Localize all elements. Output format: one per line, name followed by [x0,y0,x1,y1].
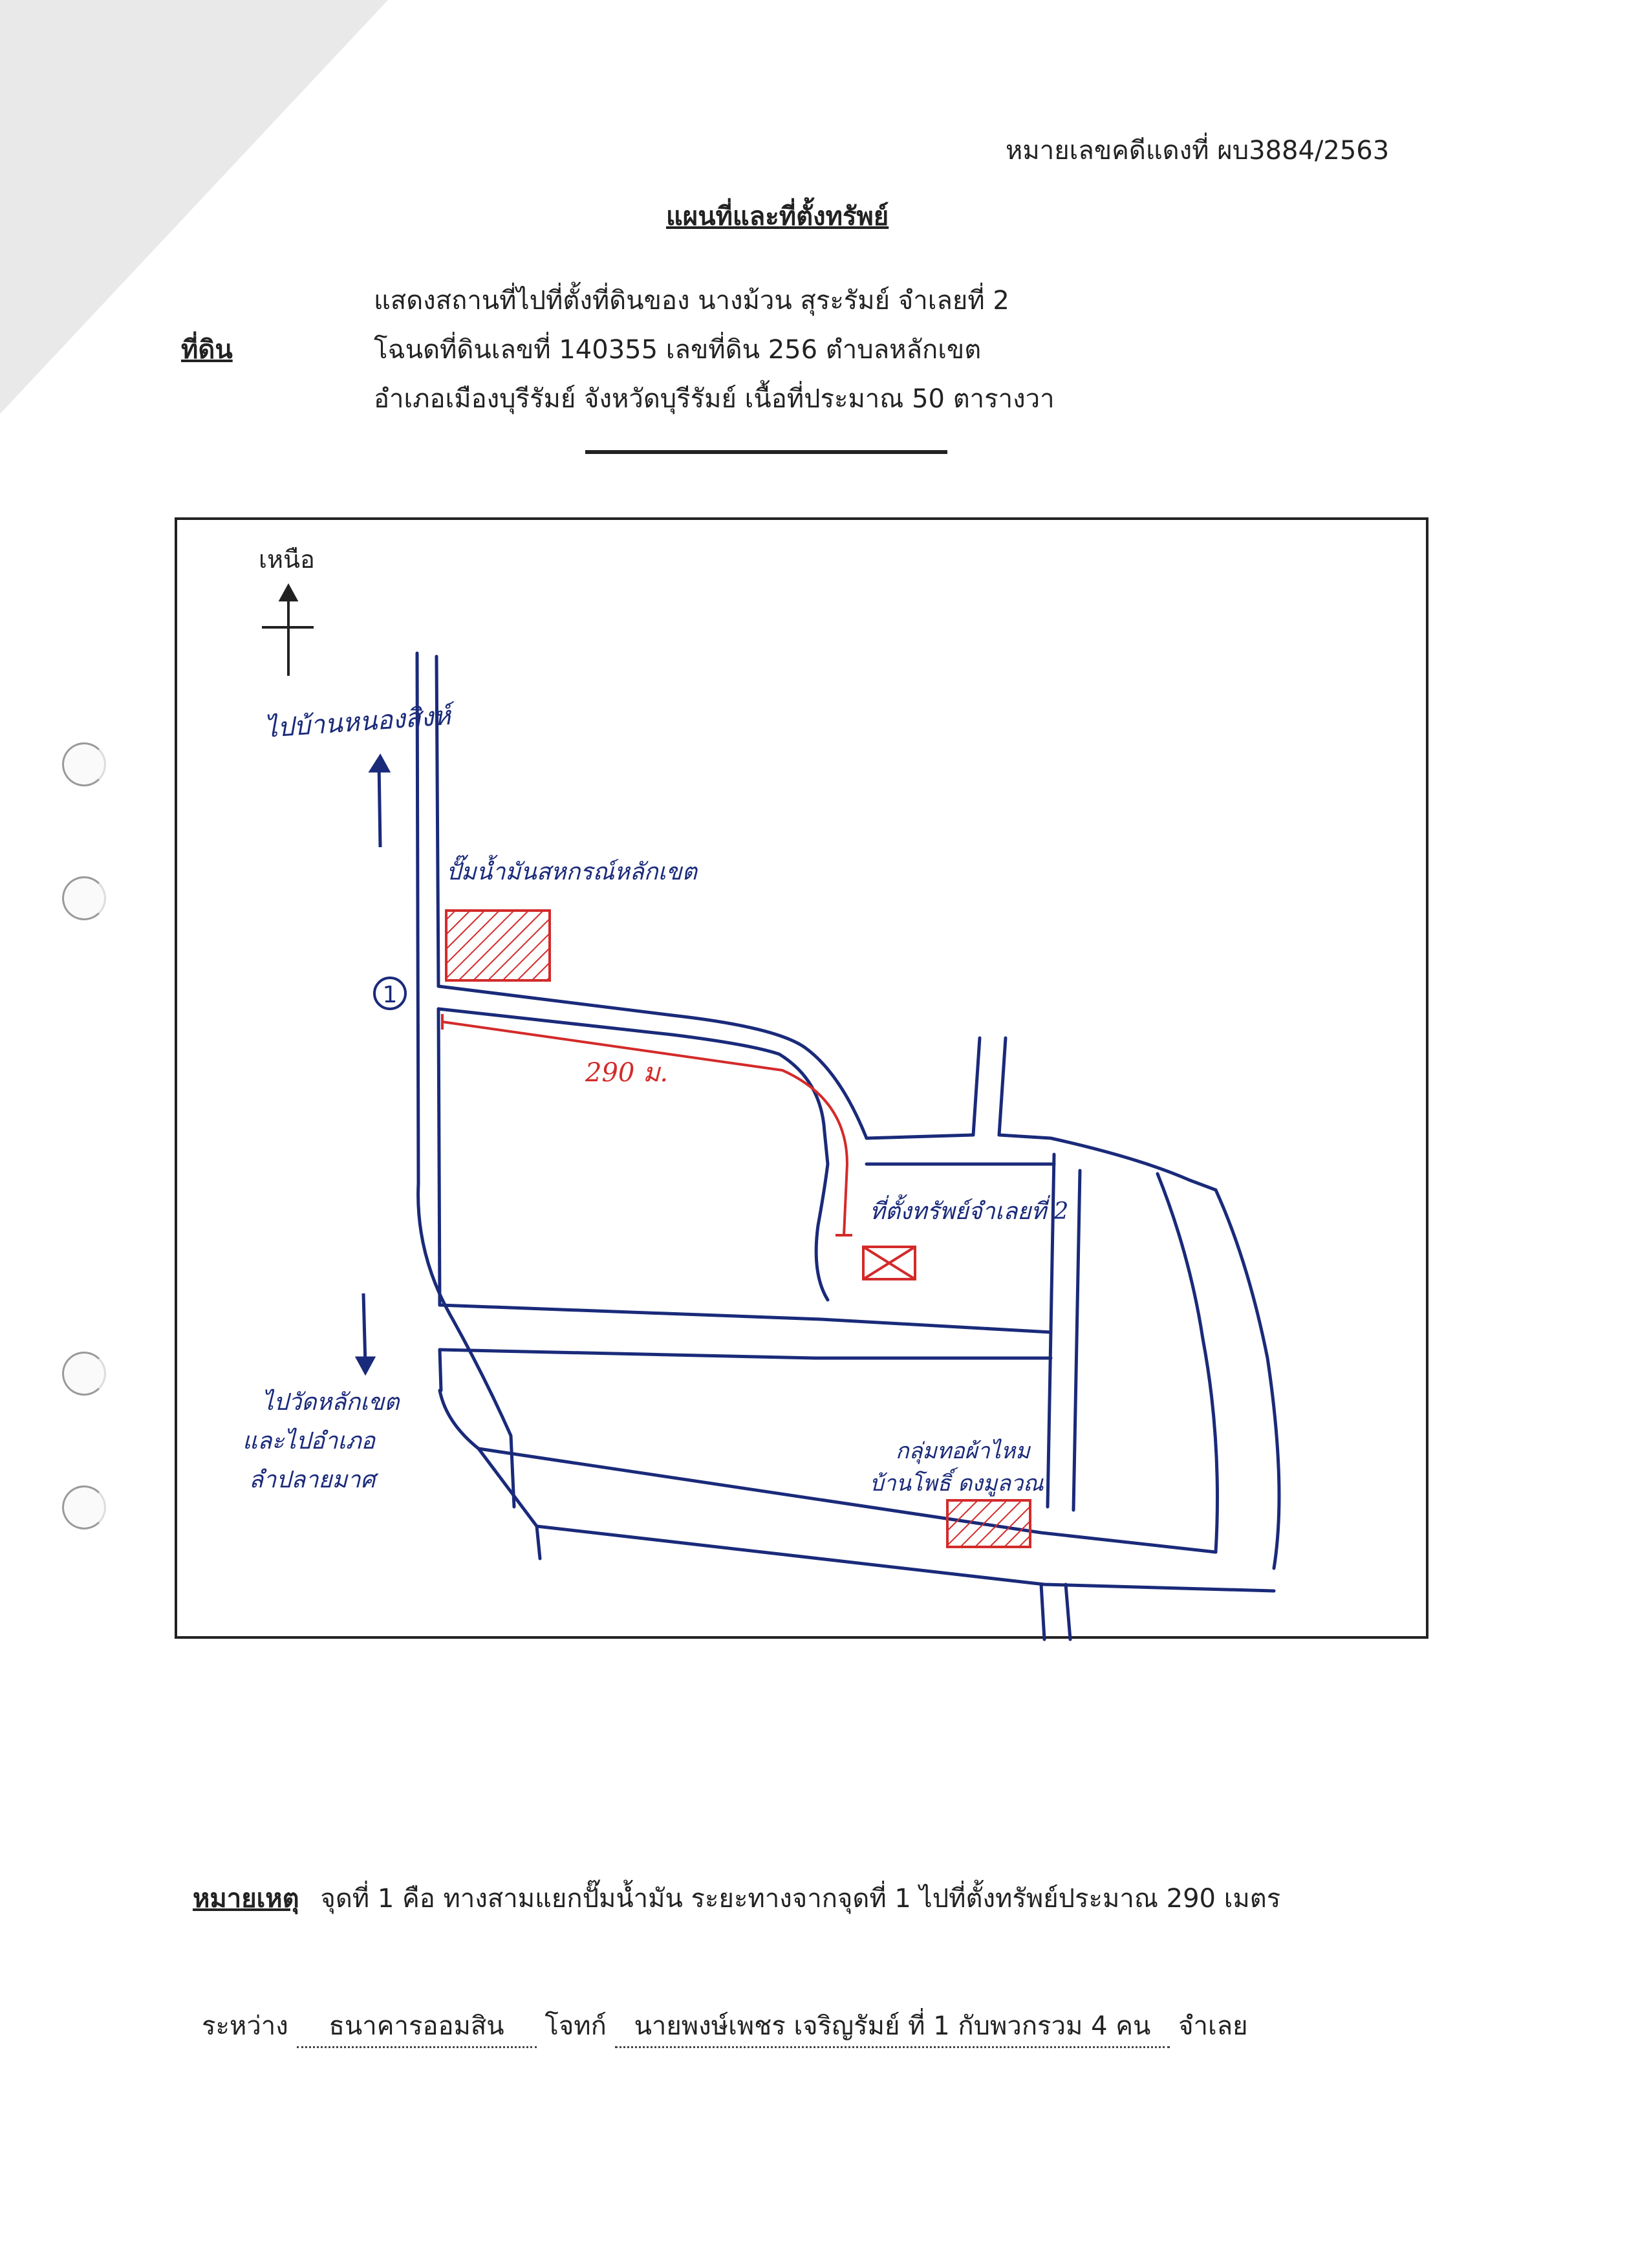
gas-station-marker [445,909,551,982]
note-text: จุดที่ 1 คือ ทางสามแยกปั๊มน้ำมัน ระยะทาง… [320,1884,1281,1914]
land-description-line-3: อำเภอเมืองบุรีรัมย์ จังหวัดบุรีรัมย์ เนื… [374,384,1055,414]
svg-text:1: 1 [383,982,398,1008]
case-number: หมายเลขคดีแดงที่ ผบ3884/2563 [1006,136,1390,166]
road-network [415,651,1281,1641]
arrow-down-destination-line-1: ไปวัดหลักเขต [262,1388,400,1416]
property-marker [862,1246,916,1280]
title-divider [585,450,947,454]
north-arrow-icon [262,583,314,676]
land-label: ที่ดิน [181,335,233,365]
arrow-up-destination: ไปบ้านหนองสิงห์ [263,700,457,744]
parties-line: ระหว่าง ธนาคารออมสิน โจทก์ นายพงษ์เพชร เ… [202,2005,1248,2048]
plaintiff-role: โจทก์ [544,2011,607,2041]
note: หมายเหตุ จุดที่ 1 คือ ทางสามแยกปั๊มน้ำมั… [193,1877,1280,1919]
main-road-west-edge [415,651,420,1185]
arrow-up-icon [368,753,391,848]
punch-hole [62,742,106,786]
arrow-down-destination-line-2: และไปอำเภอ [242,1427,376,1454]
defendant-role: จำเลย [1178,2011,1248,2041]
weaving-group-label-line-2: บ้านโพธิ์ ดงมูลวณ [870,1467,1044,1496]
gas-station-label: ปั๊มน้ำมันสหกรณ์หลักเขต [446,854,698,885]
plaintiff-name: ธนาคารออมสิน [296,2005,537,2048]
map-frame [175,517,1428,1639]
arrow-down-icon [354,1293,376,1376]
distance-label: 290 ม. [585,1058,668,1088]
punch-hole [62,1352,106,1396]
location-map: เหนือ [175,517,1428,1641]
note-label: หมายเหตุ [193,1884,299,1914]
point-1-marker: 1 [373,977,407,1010]
between-label: ระหว่าง [202,2011,288,2041]
arrow-down-destination-line-3: ลำปลายมาศ [249,1467,378,1493]
distance-path [441,1014,852,1237]
property-label: ที่ตั้งทรัพย์จำเลยที่ 2 [870,1194,1068,1225]
land-description-line-1: แสดงสถานที่ไปที่ตั้งที่ดินของ นางม้วน สุ… [374,286,1009,316]
weaving-group-label-line-1: กลุ่มทอผ้าไหม [896,1438,1031,1464]
page-title: แผนที่และที่ตั้งทรัพย์ [666,202,889,232]
north-label: เหนือ [259,545,315,574]
punch-hole [62,876,106,920]
defendant-name: นายพงษ์เพชร เจริญรัมย์ ที่ 1 กับพวกรวม 4… [614,2005,1170,2048]
land-description-line-2: โฉนดที่ดินเลขที่ 140355 เลขที่ดิน 256 ตำ… [374,335,982,365]
weaving-group-marker [946,1499,1031,1548]
punch-hole [62,1485,106,1529]
